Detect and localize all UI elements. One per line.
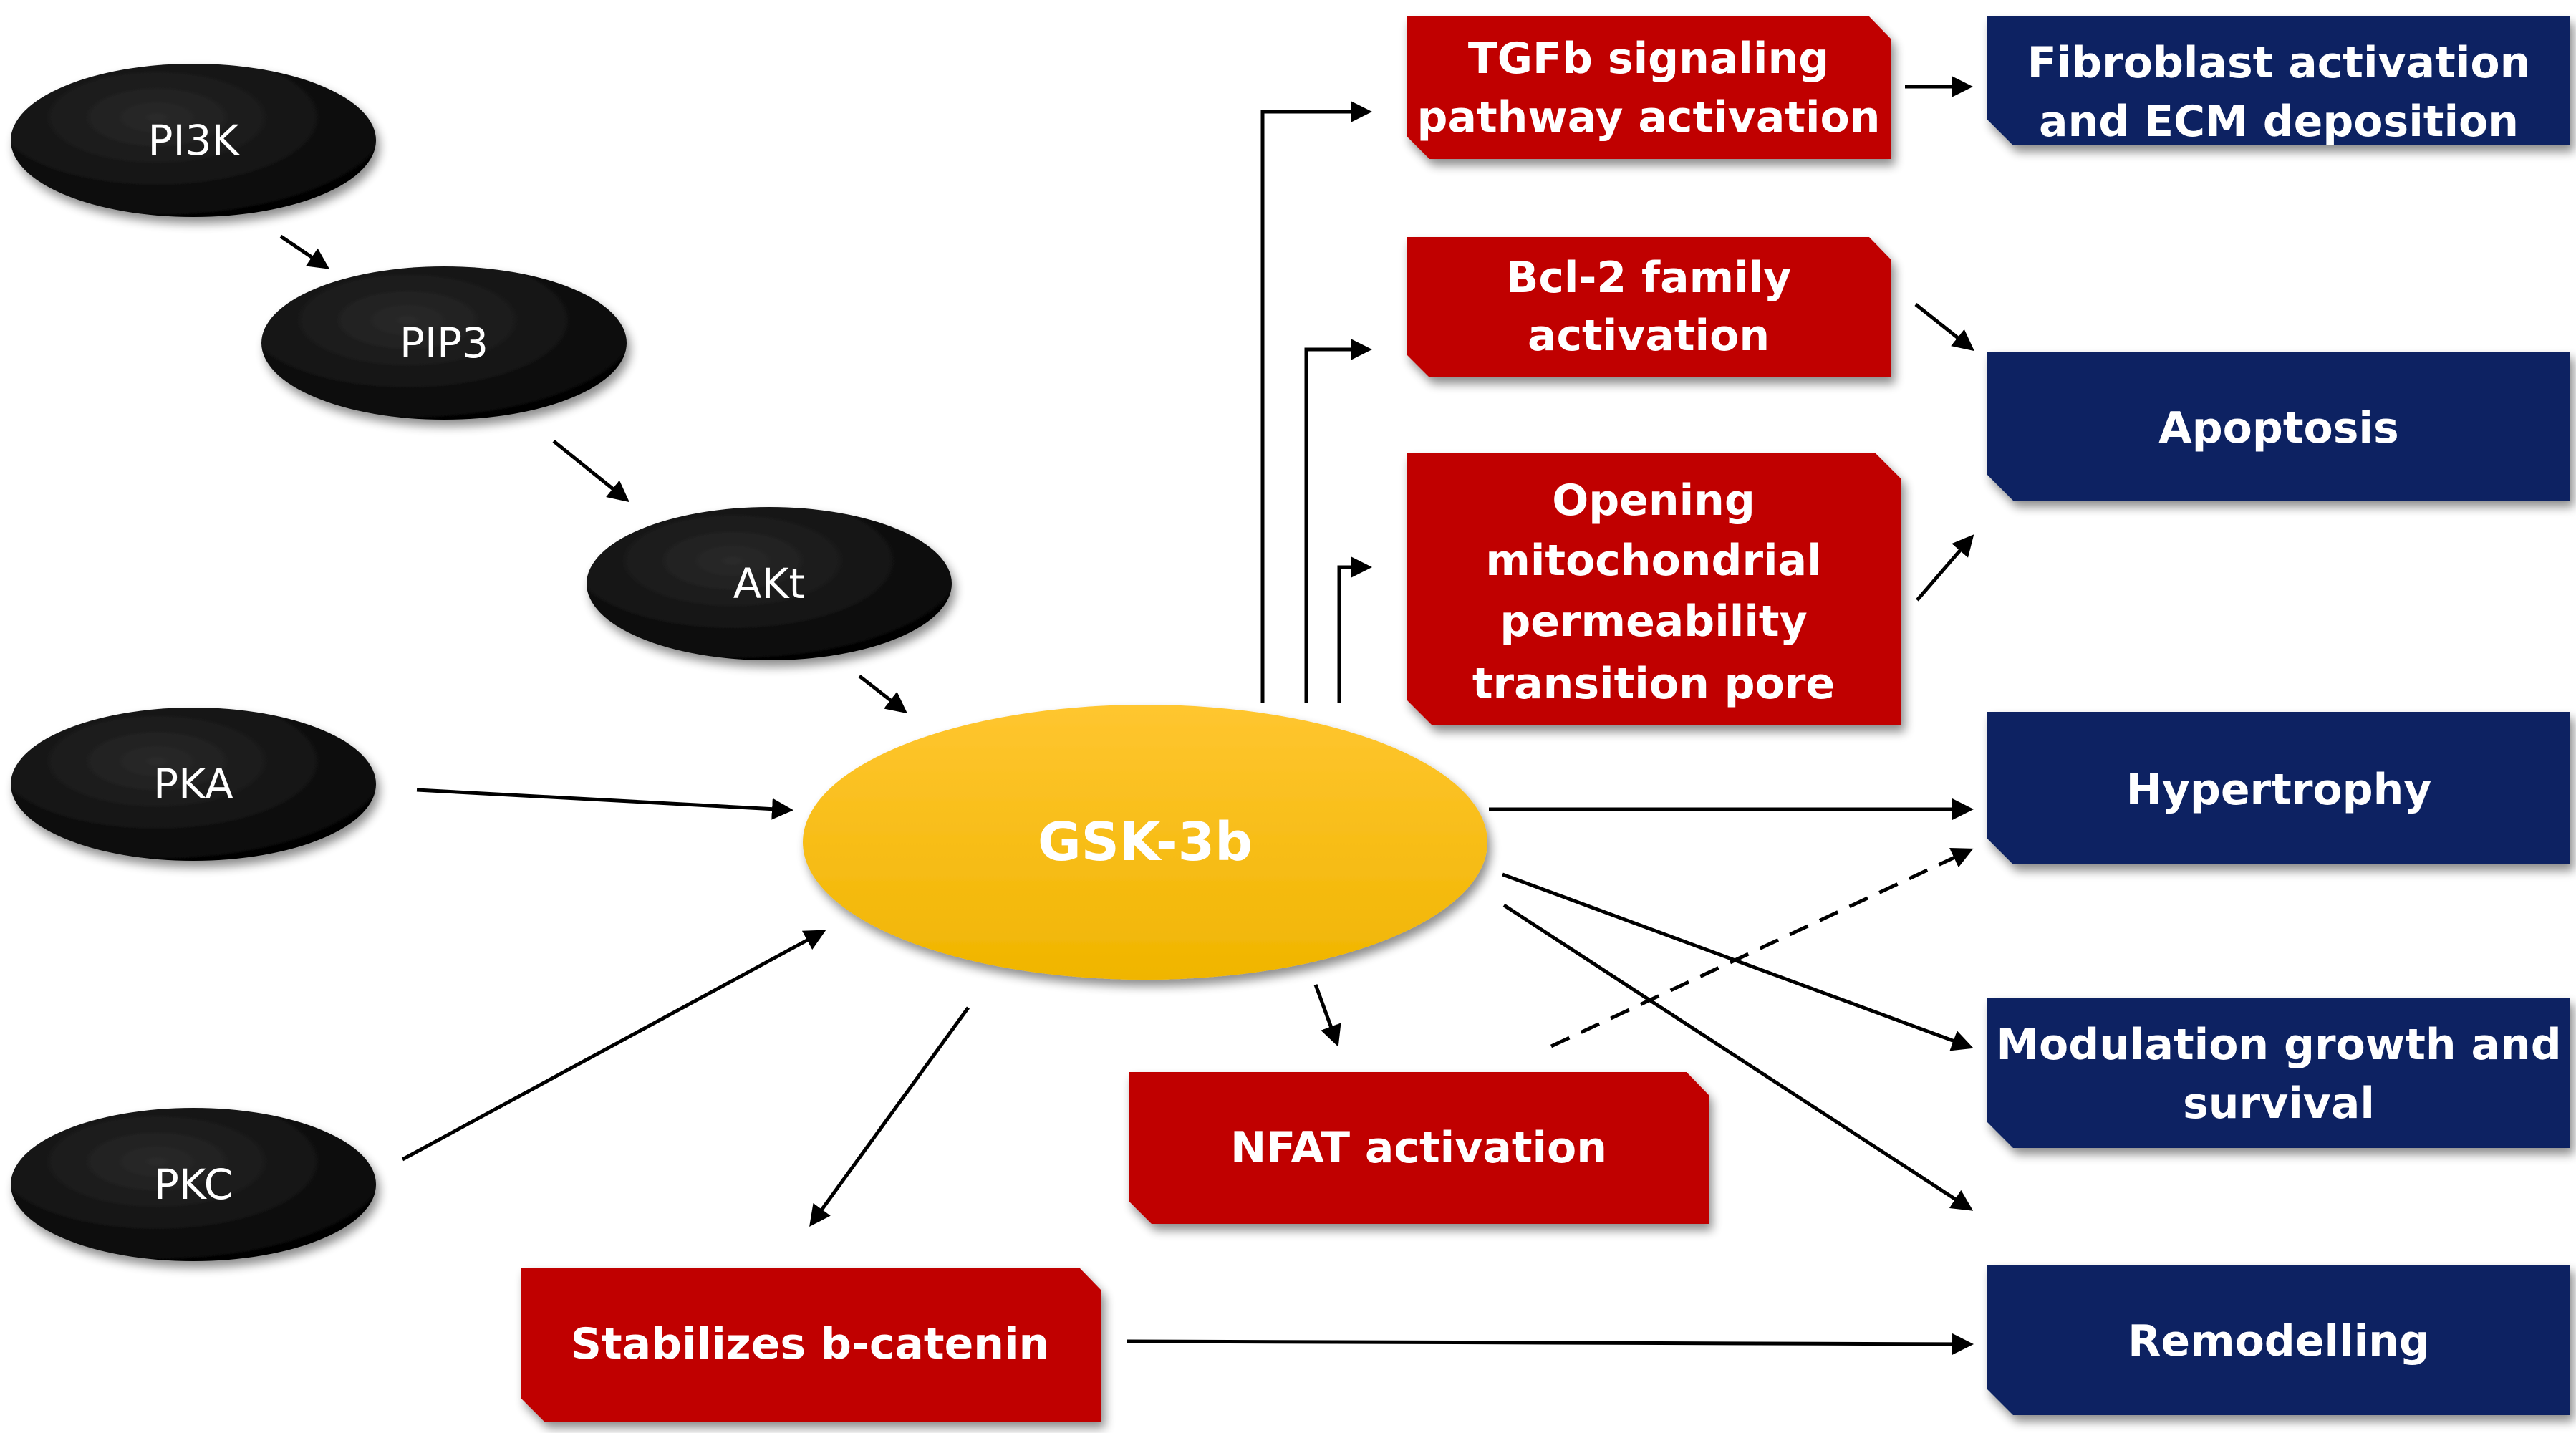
node-remodelling: Remodelling xyxy=(1987,1265,2570,1415)
node-pi3k: PI3K xyxy=(11,64,376,217)
arrow-pka-gsk3b xyxy=(416,788,793,820)
node-bcatenin: Stabilizes b-catenin xyxy=(521,1268,1101,1422)
node-mptp: Opening mitochondrial permeability trans… xyxy=(1407,453,1901,725)
node-pip3: PIP3 xyxy=(261,266,627,420)
node-bcl2-line1: Bcl-2 family xyxy=(1506,253,1792,303)
node-mptp-line4: transition pore xyxy=(1472,659,1835,709)
node-modulation: Modulation growth and survival xyxy=(1987,998,2570,1148)
node-mptp-line2: mitochondrial xyxy=(1485,536,1821,586)
node-akt: AKt xyxy=(587,507,952,660)
node-apoptosis: Apoptosis xyxy=(1987,352,2570,501)
node-hypertrophy-label: Hypertrophy xyxy=(2126,765,2432,815)
node-akt-label: AKt xyxy=(733,559,805,608)
node-tgfb-line1: TGFb signaling xyxy=(1468,34,1829,84)
node-pka-label: PKA xyxy=(153,760,233,809)
node-remodelling-label: Remodelling xyxy=(2128,1316,2430,1366)
node-tgfb: TGFb signaling pathway activation xyxy=(1407,16,1891,159)
arrow-gsk3b-bcatenin xyxy=(809,1006,970,1227)
arrow-gsk3b-tgfb xyxy=(1260,101,1372,703)
node-pkc-label: PKC xyxy=(154,1160,233,1209)
arrow-akt-gsk3b xyxy=(858,675,907,714)
node-apoptosis-label: Apoptosis xyxy=(2158,403,2398,453)
arrow-bcatenin-remodelling xyxy=(1126,1333,1974,1355)
node-tgfb-line2: pathway activation xyxy=(1417,92,1881,143)
node-fibroblast-line2: and ECM deposition xyxy=(2039,97,2519,147)
arrow-nfat-hypertrophy-dashed xyxy=(1550,848,1974,1048)
arrow-gsk3b-mptp xyxy=(1337,556,1372,703)
node-hypertrophy: Hypertrophy xyxy=(1987,712,2570,864)
node-modulation-line1: Modulation growth and xyxy=(1996,1020,2561,1070)
node-pka: PKA xyxy=(11,708,376,861)
arrows xyxy=(279,76,1974,1355)
node-nfat-label: NFAT activation xyxy=(1230,1123,1607,1173)
node-pi3k-label: PI3K xyxy=(148,116,240,165)
node-bcl2-line2: activation xyxy=(1528,311,1770,361)
node-bcatenin-label: Stabilizes b-catenin xyxy=(571,1319,1050,1369)
node-fibroblast: Fibroblast activation and ECM deposition xyxy=(1987,16,2570,147)
arrow-gsk3b-remodelling xyxy=(1502,903,1974,1211)
node-bcl2: Bcl-2 family activation xyxy=(1407,237,1891,377)
node-mptp-line3: permeability xyxy=(1500,597,1807,647)
arrow-gsk3b-bcl2 xyxy=(1304,339,1372,703)
node-pip3-label: PIP3 xyxy=(400,319,488,367)
node-nfat: NFAT activation xyxy=(1129,1072,1709,1224)
arrow-mptp-apoptosis xyxy=(1916,534,1974,602)
arrow-pi3k-pip3 xyxy=(279,234,330,269)
node-gsk3b: GSK-3b xyxy=(803,705,1487,980)
node-mptp-line1: Opening xyxy=(1552,476,1755,526)
node-modulation-line2: survival xyxy=(2183,1079,2375,1129)
arrow-pip3-akt xyxy=(552,440,629,503)
node-gsk3b-label: GSK-3b xyxy=(1038,811,1253,873)
arrow-bcl2-apoptosis xyxy=(1914,303,1974,352)
node-pkc: PKC xyxy=(11,1108,376,1261)
arrow-pkc-gsk3b xyxy=(401,930,826,1162)
node-fibroblast-line1: Fibroblast activation xyxy=(2027,38,2531,88)
arrow-gsk3b-nfat xyxy=(1313,984,1341,1047)
